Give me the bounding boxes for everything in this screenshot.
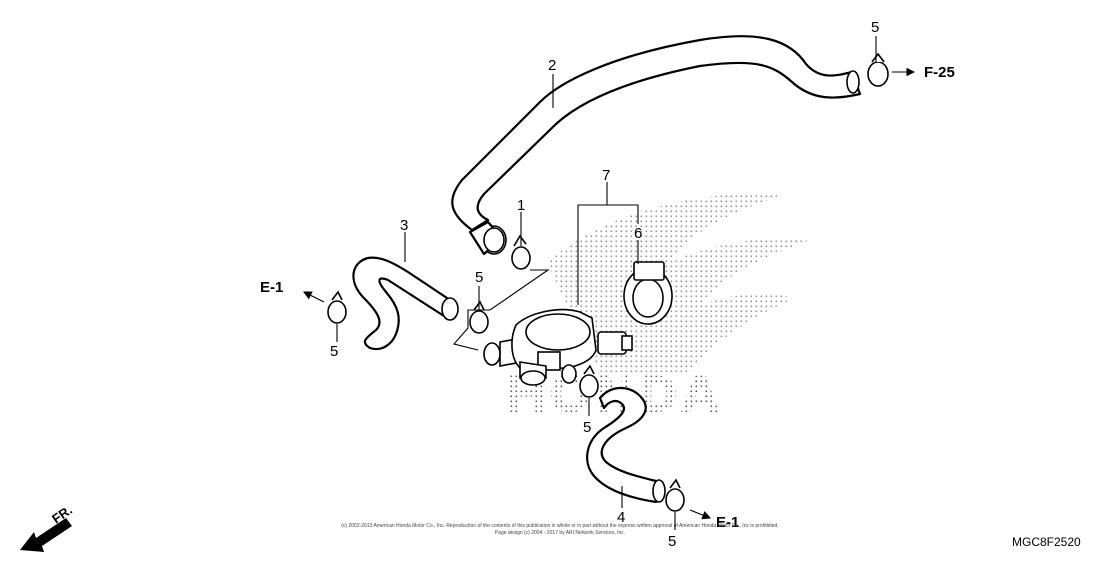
callout-5-bottom-right: 5 [668, 533, 676, 550]
copyright-line-1: (c) 2002-2013 American Honda Motor Co., … [341, 523, 778, 529]
ref-label-e1-left: E-1 [260, 279, 283, 296]
clamp-5-lower [579, 364, 599, 398]
ref-label-f25: F-25 [924, 64, 955, 81]
hose-3-end [441, 297, 459, 321]
clamp-5-left [327, 290, 347, 324]
air-injection-valve [483, 308, 633, 386]
hose-3 [352, 256, 459, 351]
callout-2: 2 [548, 57, 556, 74]
callout-7: 7 [602, 167, 610, 184]
callout-5-top-right: 5 [871, 19, 879, 36]
callout-1: 1 [517, 197, 525, 214]
front-direction-arrow: FR. [20, 502, 75, 552]
hose-2 [451, 35, 862, 256]
clamp-5-bottom-right [665, 478, 685, 512]
clamp-5-top-right [867, 52, 889, 87]
direction-label: FR. [49, 502, 75, 526]
valve-bracket [623, 261, 673, 325]
leader-lines [336, 36, 877, 530]
hose-2-outlet [846, 70, 860, 94]
clamp-1 [511, 234, 531, 270]
hose-4 [586, 386, 666, 504]
callout-5-mid: 5 [475, 269, 483, 286]
hose-4-end [652, 479, 666, 503]
copyright-line-2: Page design (c) 2004 - 2017 by ARI Netwo… [495, 530, 625, 536]
honda-wing-watermark [548, 192, 810, 372]
callout-3: 3 [400, 217, 408, 234]
diagram-code: MGC8F2520 [1012, 535, 1081, 549]
ref-label-e1-bottom: E-1 [716, 514, 739, 531]
ref-arrow-e1-bottom [689, 509, 712, 520]
ref-arrow-e1-left [303, 291, 325, 303]
callout-5-left: 5 [330, 343, 338, 360]
callout-6: 6 [634, 225, 642, 242]
callout-4: 4 [617, 509, 625, 526]
callout-5-lower: 5 [583, 419, 591, 436]
